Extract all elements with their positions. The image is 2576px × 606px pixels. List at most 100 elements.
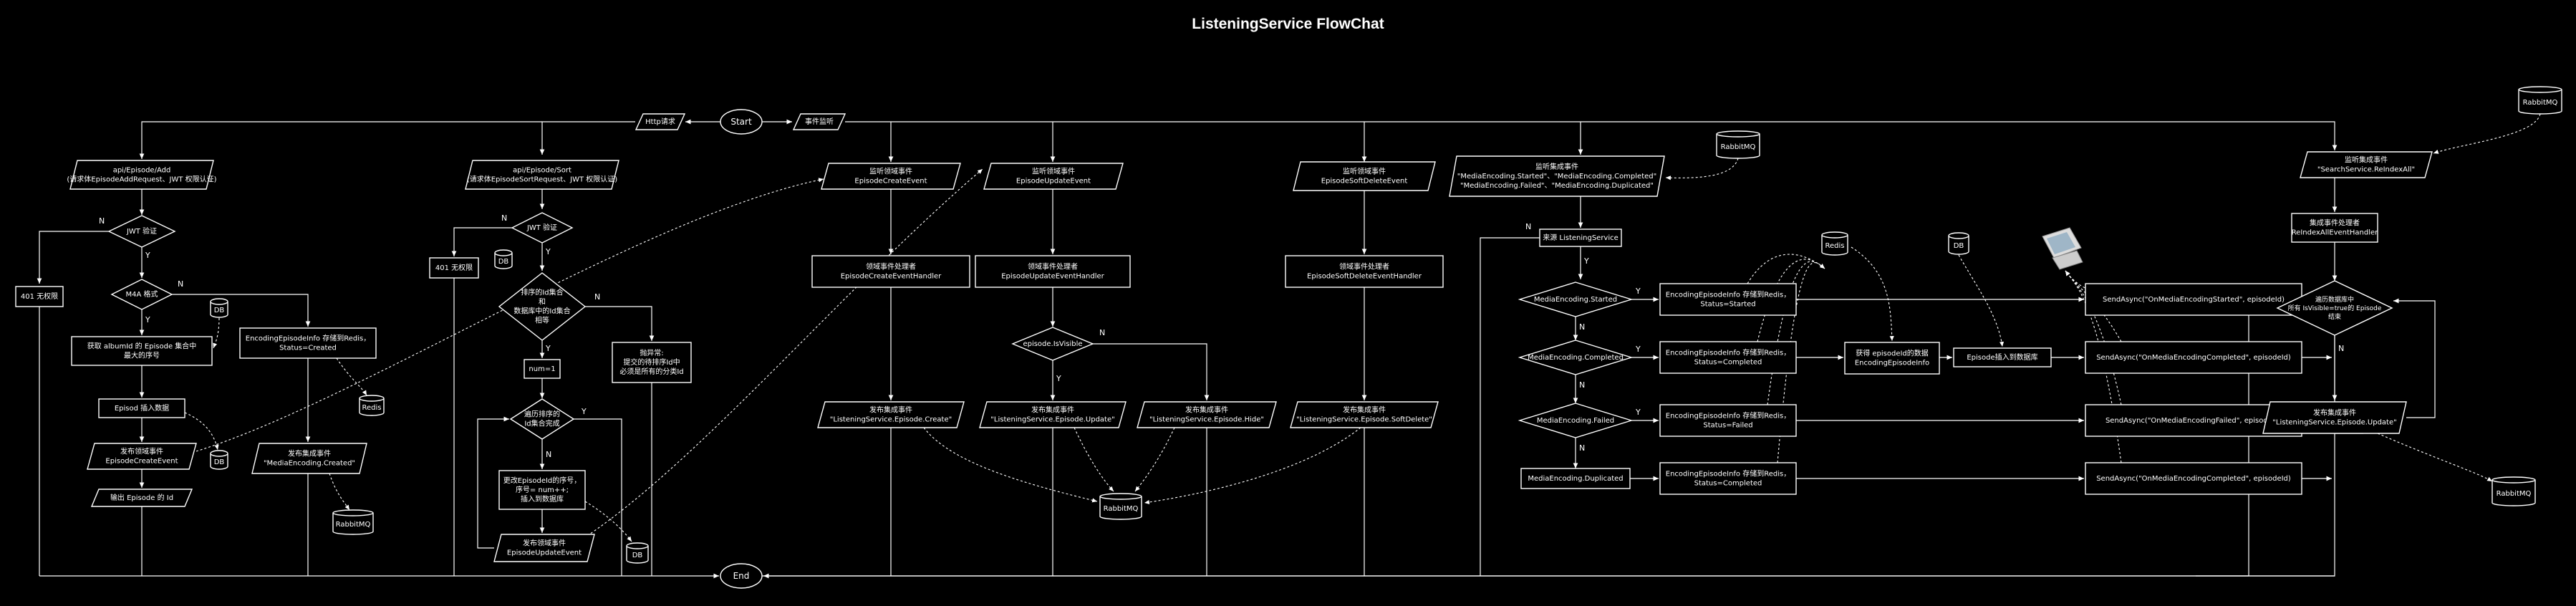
event-listen-label: 事件监听 xyxy=(805,117,834,126)
edge-label: Y xyxy=(1635,287,1641,296)
domain-event-link xyxy=(196,178,824,452)
dashed-data-edge xyxy=(1134,427,1175,492)
dashed-data-edge xyxy=(1747,254,1825,284)
r-handler-box xyxy=(2291,213,2378,243)
edge-label: Y xyxy=(1635,408,1641,417)
add-redis-store-box xyxy=(239,327,377,359)
edge-label: Y xyxy=(545,247,551,256)
dashed-data-edge xyxy=(1777,262,1825,463)
media-completed-label: MediaEncoding.Completed xyxy=(1528,354,1624,362)
add-insert-label: Episod 插入数据 xyxy=(115,403,169,413)
media-listen-io xyxy=(1449,155,1665,197)
edge-label: N xyxy=(501,213,507,223)
m-redis-label: Redis xyxy=(1825,242,1845,250)
sort-num-label: num=1 xyxy=(529,365,555,373)
r-pub-io xyxy=(2262,401,2407,434)
m-store-completed-box xyxy=(1659,341,1797,374)
flow-edge xyxy=(1480,237,1540,576)
sort-401-label: 401 无权限 xyxy=(435,263,473,272)
mid-rabbit-cylinder xyxy=(1099,493,1142,520)
c3-handler-box xyxy=(1285,255,1444,288)
c1-listen-io xyxy=(821,163,961,190)
edge-label: N xyxy=(594,292,600,302)
edge-label: N xyxy=(1579,322,1585,332)
flow-edge xyxy=(845,121,2338,150)
edge-label: Y xyxy=(145,315,150,324)
c1-handler-box xyxy=(811,255,970,288)
sort-update-box xyxy=(498,470,586,510)
c1-pub-io xyxy=(817,401,965,428)
http-label: Http请求 xyxy=(645,117,675,126)
sort-jwt-label: JWT 验证 xyxy=(526,223,557,232)
m-store-dup-label: EncodingEpisodeInfo 存储到Redis，Status=Comp… xyxy=(1666,469,1790,488)
add-insert-box xyxy=(98,398,185,418)
dashed-data-edge xyxy=(1958,254,2005,347)
m-send-started-label: SendAsync("OnMediaEncodingStarted", epis… xyxy=(2103,296,2285,304)
sort-api-io xyxy=(465,160,619,190)
end-terminal xyxy=(720,563,763,589)
add-redis-store-label: EncodingEpisodeInfo 存储到Redis，Status=Crea… xyxy=(246,334,370,352)
dashed-data-edge xyxy=(1767,261,1825,405)
add-jwt-decision xyxy=(107,215,176,248)
sort-check-label: 排序的Id集合和数据库中的Id集合相等 xyxy=(513,288,570,325)
dashed-data-edge xyxy=(329,473,350,511)
flow-edge xyxy=(451,227,512,256)
sort-jwt-decision xyxy=(511,212,574,244)
client-monitor-icon xyxy=(2042,227,2083,270)
m-store-completed-label: EncodingEpisodeInfo 存储到Redis，Status=Comp… xyxy=(1666,348,1790,367)
dashed-data-edge xyxy=(1144,427,1361,505)
r-rabbit-top-label: RabbitMQ xyxy=(2523,99,2558,107)
edge-label: Y xyxy=(1056,374,1061,383)
event-listen-io xyxy=(792,113,846,130)
flow-nodes: StartEndHttp请求事件监听api/Episode/Add(请求体Epi… xyxy=(15,86,2562,589)
dashed-data-edge xyxy=(1851,246,1894,342)
r-rabbit-bottom-label: RabbitMQ xyxy=(2497,490,2532,498)
sort-db1-label: DB xyxy=(498,258,509,266)
c3-pub-label: 发布集成事件"ListeningService.Episode.SoftDele… xyxy=(1296,405,1432,424)
c3-pub-io xyxy=(1290,401,1439,428)
sort-num-box xyxy=(524,359,561,379)
media-duplicated-box xyxy=(1520,468,1631,489)
edge-label: N xyxy=(2338,344,2344,353)
dashed-data-edge xyxy=(336,357,367,396)
m-send-failed-label: SendAsync("OnMediaEncodingFailed", episo… xyxy=(2105,417,2282,425)
sort-loop-decision xyxy=(509,398,575,440)
edge-label: N xyxy=(178,279,183,289)
c2-pub-update-label: 发布集成事件"ListeningService.Episode.Update" xyxy=(990,405,1114,424)
dashed-data-edge xyxy=(213,317,220,349)
m-send-completed-box xyxy=(2085,341,2302,374)
m-send-dup-label: SendAsync("OnMediaEncodingCompleted", ep… xyxy=(2096,475,2291,483)
flow-edge xyxy=(139,121,542,159)
c2-listen-io xyxy=(983,163,1124,190)
c2-visible-label: episode.IsVisible xyxy=(1023,340,1082,348)
r-pub-label: 发布集成事件"ListeningService.Episode.Update" xyxy=(2272,408,2396,427)
m-store-started-label: EncodingEpisodeInfo 存储到Redis，Status=Star… xyxy=(1666,290,1790,309)
sort-pub-update-io xyxy=(493,534,595,562)
m-store-failed-box xyxy=(1659,404,1797,437)
media-rabbit-label: RabbitMQ xyxy=(1721,143,1756,151)
add-out-id-label: 输出 Episode 的 Id xyxy=(110,493,173,502)
dashed-data-edge xyxy=(1757,259,1825,342)
add-m4a-decision xyxy=(110,279,173,310)
m-insert-label: Episode插入到数据库 xyxy=(1967,352,2037,362)
media-failed-decision xyxy=(1518,403,1634,438)
r-loop-decision xyxy=(2276,280,2393,336)
media-service-label: 来源 ListeningService xyxy=(1543,233,1619,242)
m-send-dup-box xyxy=(2085,462,2302,495)
media-started-decision xyxy=(1518,282,1634,317)
flow-edge xyxy=(37,231,109,284)
dashed-data-edge xyxy=(2433,113,2541,154)
c2-visible-decision xyxy=(1011,327,1094,361)
edge-label: Y xyxy=(545,344,551,353)
media-rabbit-cylinder xyxy=(1716,130,1760,159)
m-insert-box xyxy=(1953,347,2052,367)
